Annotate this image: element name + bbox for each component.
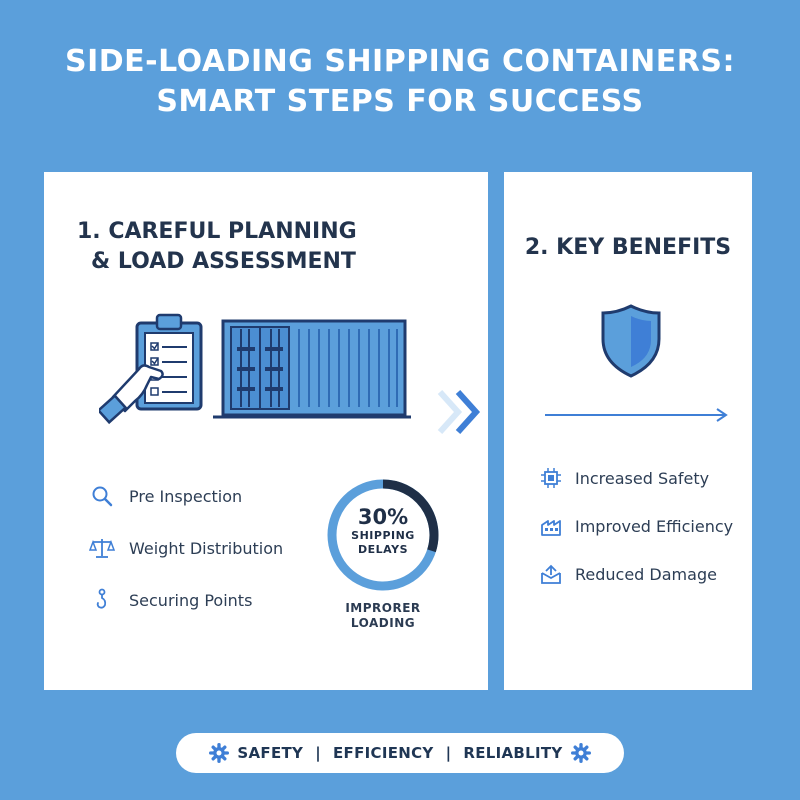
planning-heading-line-1: 1. CAREFUL PLANNING [77, 219, 357, 244]
checklist-item-pre-inspection: Pre Inspection [89, 483, 283, 509]
benefits-card: 2. KEY BENEFITS Increased Safety Improve… [504, 172, 752, 690]
checklist-item-securing-points: Securing Points [89, 587, 283, 613]
planning-illustration [99, 313, 411, 425]
stat-caption-line-2: LOADING [350, 616, 416, 630]
clipboard-checklist-icon [135, 313, 203, 411]
stat-label-line-1: SHIPPING [351, 529, 415, 542]
planning-card: 1. CAREFUL PLANNING & LOAD ASSESSMENT [44, 172, 488, 690]
footer-separator: | [315, 744, 321, 762]
checklist-item-weight-distribution: Weight Distribution [89, 535, 283, 561]
footer-item-safety: SAFETY [237, 744, 304, 762]
donut-text: 30% SHIPPING DELAYS [323, 505, 443, 557]
gear-icon [209, 743, 230, 763]
planning-heading: 1. CAREFUL PLANNING & LOAD ASSESSMENT [77, 217, 357, 277]
benefits-heading: 2. KEY BENEFITS [524, 235, 732, 260]
footer-separator: | [445, 744, 452, 762]
balance-scale-icon [89, 535, 115, 561]
stat-label-line-2: DELAYS [357, 543, 408, 556]
shield-icon [601, 304, 661, 378]
stat-value: 30% [357, 505, 409, 529]
chip-icon [539, 466, 563, 490]
delay-stat: 30% SHIPPING DELAYS [323, 475, 443, 595]
double-chevron-right-icon [437, 389, 481, 435]
benefits-list: Increased Safety Improved Efficiency Red… [539, 465, 733, 609]
benefit-label: Reduced Damage [575, 564, 717, 584]
planning-heading-line-2: & LOAD ASSESSMENT [91, 249, 356, 274]
checklist: Pre Inspection Weight Distribution Secur… [89, 483, 283, 639]
box-icon [539, 562, 563, 586]
stat-caption: IMPRORER LOADING [307, 601, 459, 631]
stat-caption-line-1: IMPRORER [345, 601, 421, 615]
magnifier-icon [89, 483, 115, 509]
donut-chart [327, 479, 439, 591]
arrow-right-icon [545, 408, 728, 422]
checklist-label: Securing Points [129, 590, 253, 610]
title-line-1: SIDE-LOADING SHIPPING CONTAINERS: [65, 44, 735, 79]
footer-bar: SAFETY | EFFICIENCY | RELIABLITY [176, 733, 624, 773]
checklist-label: Weight Distribution [129, 538, 284, 558]
page-title: SIDE-LOADING SHIPPING CONTAINERS: SMART … [0, 42, 800, 122]
checklist-label: Pre Inspection [129, 486, 243, 506]
gear-icon [570, 743, 591, 763]
benefit-item-safety: Increased Safety [539, 465, 733, 491]
donut-arc [382, 479, 439, 553]
footer-item-efficiency: EFFICIENCY [333, 744, 434, 762]
benefit-item-efficiency: Improved Efficiency [539, 513, 733, 539]
hand-icon [99, 364, 164, 425]
hook-icon [89, 587, 115, 613]
title-line-2: SMART STEPS FOR SUCCESS [156, 84, 644, 119]
factory-icon [539, 514, 563, 538]
footer-item-reliability: RELIABLITY [463, 744, 563, 762]
benefit-item-damage: Reduced Damage [539, 561, 733, 587]
benefit-label: Increased Safety [575, 468, 710, 488]
benefit-label: Improved Efficiency [575, 516, 734, 536]
shipping-container-icon [213, 319, 411, 419]
